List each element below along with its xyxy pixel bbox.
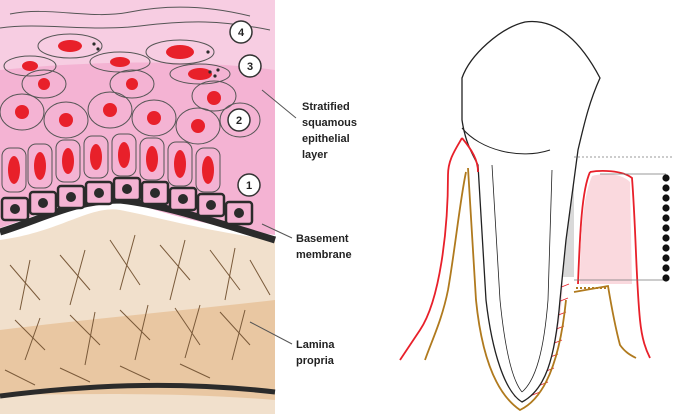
layer-marker-4: 4 <box>229 20 253 44</box>
epithelium-label-line-3: epithelial <box>302 133 350 145</box>
layer-number-3: 3 <box>247 61 253 73</box>
lamina-fibres <box>4 234 271 386</box>
lower-dark-border <box>0 382 276 399</box>
epithelium-top-light <box>0 0 275 70</box>
bone-root-outline <box>467 167 567 412</box>
layer-number-4: 4 <box>238 27 245 39</box>
layer-marker-3: 3 <box>238 54 262 78</box>
gingiva-right <box>589 170 651 359</box>
epithelium-label-line-1: Stratified <box>302 101 350 113</box>
flattened-cells <box>0 6 271 85</box>
columnar-cells <box>1 133 221 193</box>
basement-label-line-2: membrane <box>296 249 352 261</box>
lamina-label-line-2: propria <box>296 355 335 367</box>
basal-nuclei <box>10 184 244 218</box>
epithelium-label-line-4: layer <box>302 149 328 161</box>
layer-number-1: 1 <box>246 180 252 192</box>
flattened-nuclei <box>22 40 212 80</box>
histology-panel: 4 3 2 1 Stratified squamous epithelial l… <box>0 0 357 414</box>
dot-scale <box>662 174 670 282</box>
lamina-label-line-1: Lamina <box>296 339 335 351</box>
layer-number-2: 2 <box>236 115 242 127</box>
epithelium-label-line-2: squamous <box>302 117 357 129</box>
root-inner-line <box>491 164 523 393</box>
tooth-outline <box>461 20 601 403</box>
cej-line <box>461 127 551 155</box>
gingiva-sulcus-left <box>461 137 479 173</box>
basement-label: Basement membrane <box>296 233 352 261</box>
polyhedral-cells <box>0 69 261 145</box>
lamina-label: Lamina propria <box>296 339 335 367</box>
columnar-nuclei <box>8 142 214 184</box>
epithelium-label: Stratified squamous epithelial layer <box>302 101 357 161</box>
basal-cell-layer <box>0 176 254 226</box>
layer-marker-2: 2 <box>227 108 251 132</box>
basement-label-line-1: Basement <box>296 233 349 245</box>
root-inner-line-right <box>521 169 553 393</box>
bone-left <box>424 171 467 361</box>
gingiva-fill <box>580 174 632 284</box>
keratohyalin-granules <box>92 42 220 78</box>
tooth-diagram <box>399 20 674 412</box>
gingiva-right-inner <box>577 171 591 285</box>
layer-marker-1: 1 <box>237 173 261 197</box>
bone-right <box>573 284 637 359</box>
gingiva-left <box>399 137 463 361</box>
leader-lines <box>249 89 297 345</box>
